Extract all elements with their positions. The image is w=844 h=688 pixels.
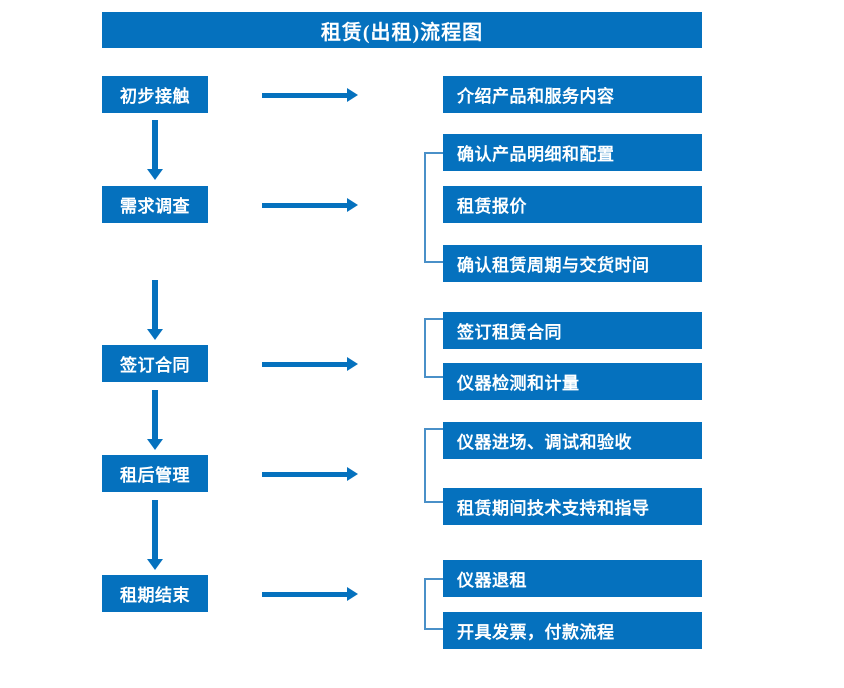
stage-box-needs-survey[interactable]: 需求调查 [102, 186, 208, 223]
group-bracket-lease-end [424, 578, 443, 630]
stage-box-lease-end[interactable]: 租期结束 [102, 575, 208, 612]
group-bracket-sign-contract [424, 318, 443, 378]
group-bracket-needs-survey [424, 152, 443, 263]
detail-box-rental-quote[interactable]: 租赁报价 [443, 186, 702, 223]
detail-box-instrument-onsite[interactable]: 仪器进场、调试和验收 [443, 422, 702, 459]
detail-box-tech-support[interactable]: 租赁期间技术支持和指导 [443, 488, 702, 525]
flow-arrow-right-1 [262, 88, 358, 102]
page-title: 租赁(出租)流程图 [102, 12, 702, 48]
flow-arrow-down-2 [145, 280, 165, 340]
detail-box-confirm-spec[interactable]: 确认产品明细和配置 [443, 134, 702, 171]
detail-box-invoice-payment[interactable]: 开具发票，付款流程 [443, 612, 702, 649]
detail-box-confirm-period[interactable]: 确认租赁周期与交货时间 [443, 245, 702, 282]
flow-arrow-right-3 [262, 357, 358, 371]
stage-box-post-rent-manage[interactable]: 租后管理 [102, 455, 208, 492]
detail-box-instrument-inspection[interactable]: 仪器检测和计量 [443, 363, 702, 400]
detail-box-intro-products[interactable]: 介绍产品和服务内容 [443, 76, 702, 113]
stage-box-initial-contact[interactable]: 初步接触 [102, 76, 208, 113]
flow-arrow-right-4 [262, 467, 358, 481]
flow-arrow-down-4 [145, 500, 165, 570]
flow-arrow-right-2 [262, 198, 358, 212]
group-bracket-post-rent-manage [424, 428, 443, 503]
flow-arrow-down-1 [145, 120, 165, 180]
stage-box-sign-contract[interactable]: 签订合同 [102, 345, 208, 382]
flow-arrow-right-5 [262, 587, 358, 601]
detail-box-sign-rental-contract[interactable]: 签订租赁合同 [443, 312, 702, 349]
detail-box-instrument-return[interactable]: 仪器退租 [443, 560, 702, 597]
flow-arrow-down-3 [145, 390, 165, 450]
